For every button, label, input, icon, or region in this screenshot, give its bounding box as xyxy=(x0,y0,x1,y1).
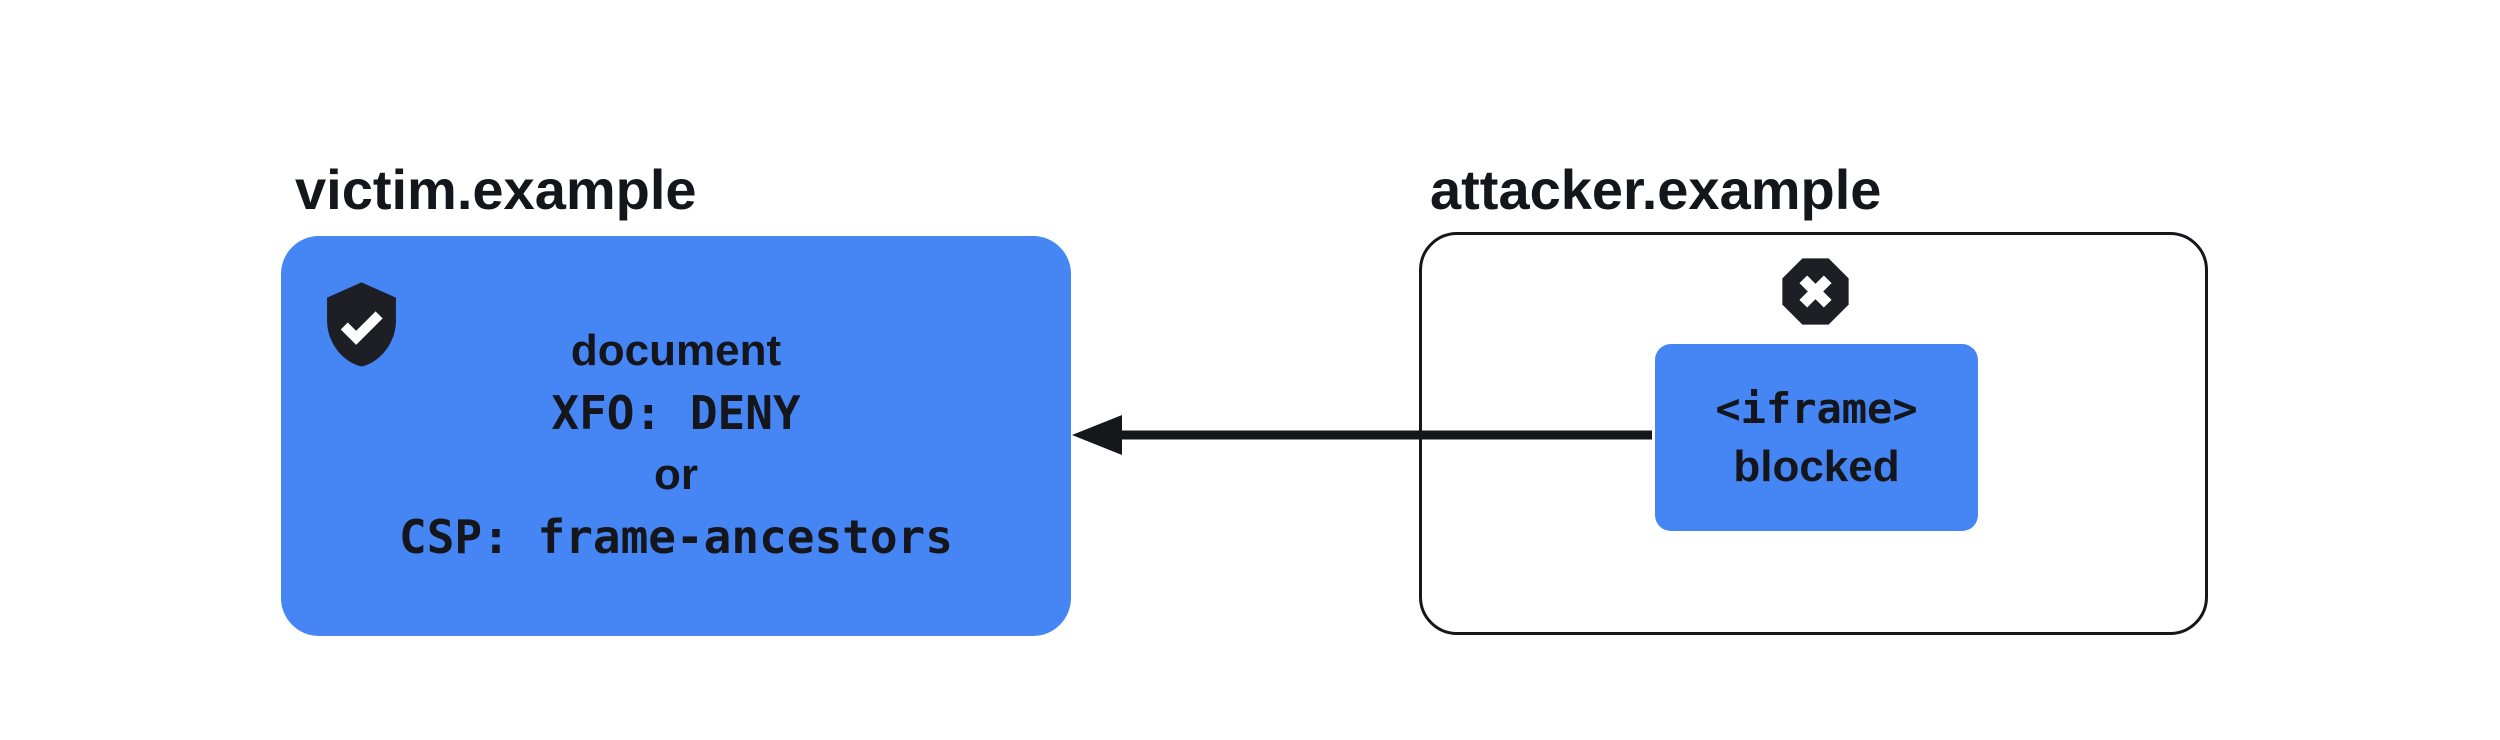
attacker-domain-label: attacker.example xyxy=(1430,158,1882,221)
victim-domain-label: victim.example xyxy=(295,158,697,221)
victim-line-or: or xyxy=(654,450,698,499)
iframe-tag-text: <iframe> xyxy=(1715,383,1918,433)
blocked-x-icon xyxy=(1778,253,1853,330)
victim-line-xfo-deny: XFO: DENY xyxy=(551,386,801,440)
victim-line-document: document xyxy=(570,326,782,375)
victim-document-box: document XFO: DENY or CSP: frame-ancesto… xyxy=(281,236,1071,636)
victim-line-csp-frame-ancestors: CSP: frame-ancestors xyxy=(399,510,953,564)
attacker-page-box: <iframe> blocked xyxy=(1419,232,2208,635)
iframe-blocked-box: <iframe> blocked xyxy=(1655,344,1978,531)
shield-check-icon xyxy=(324,279,399,373)
iframe-blocked-text: blocked xyxy=(1733,441,1900,491)
blocked-request-arrow xyxy=(1072,415,1652,455)
